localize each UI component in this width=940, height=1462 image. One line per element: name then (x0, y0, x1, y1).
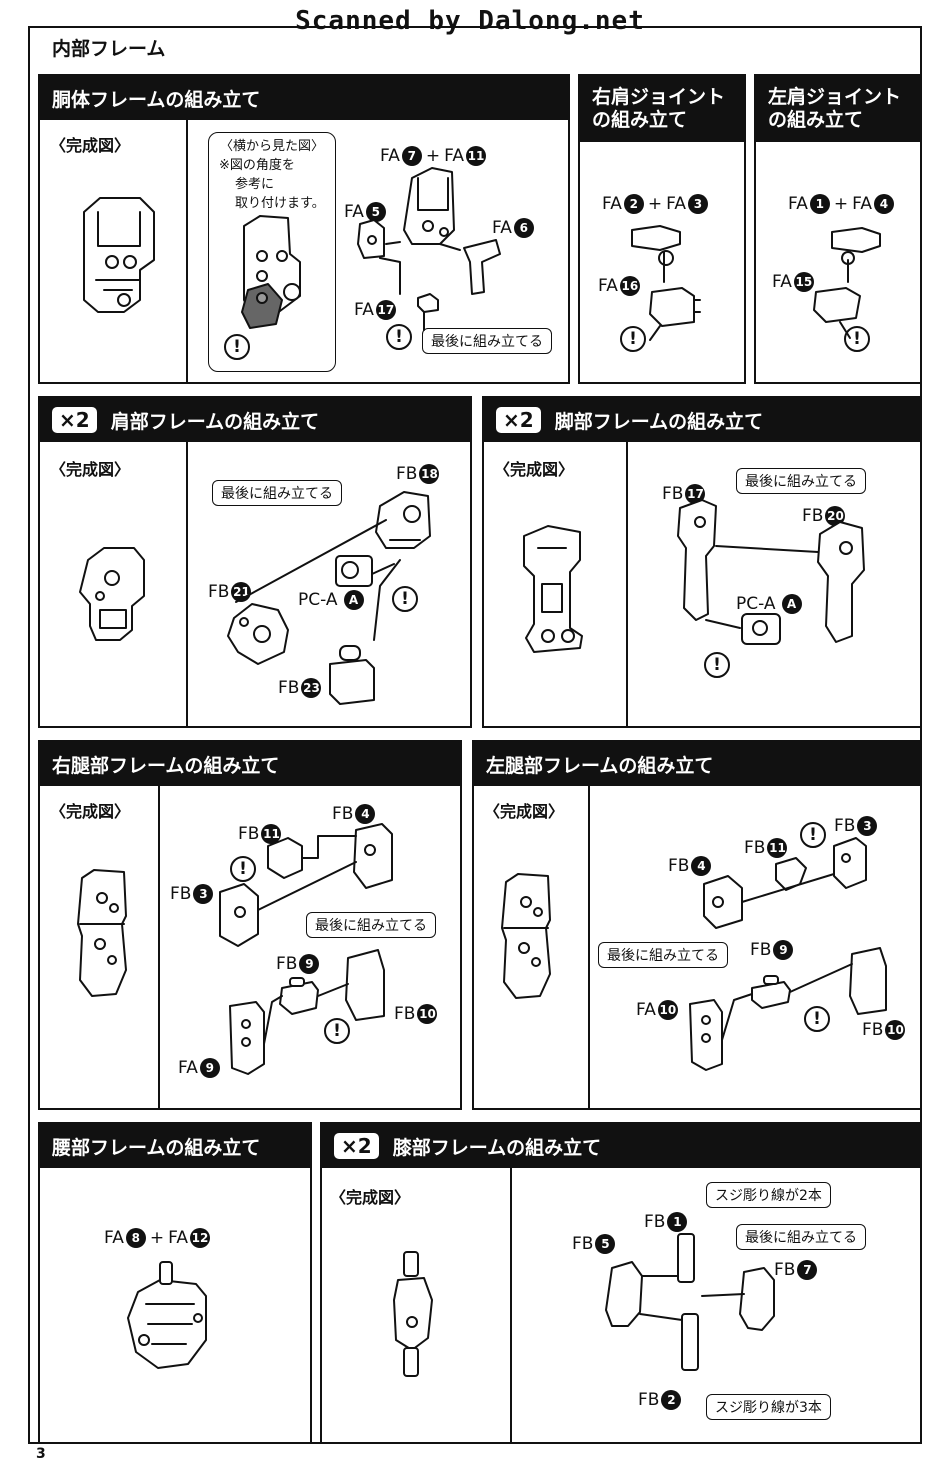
engraved-lines-2-callout: スジ彫り線が2本 (706, 1182, 831, 1208)
assemble-last-callout: 最後に組み立てる (736, 1224, 866, 1250)
right-thigh-frame-title: 右腿部フレームの組み立て (40, 742, 460, 786)
warning-icon: ! (800, 822, 826, 848)
warning-icon: ! (224, 334, 250, 360)
completed-label: 〈完成図〉 (50, 460, 131, 479)
completed-label: 〈完成図〉 (494, 460, 575, 479)
knee-frame-header: ×2 膝部フレームの組み立て (322, 1124, 920, 1168)
right-shoulder-joint-title: 右肩ジョイントの組み立て (580, 76, 744, 142)
side-view-note-2: 参考に (235, 177, 275, 192)
shoulder-frame-title: 肩部フレームの組み立て (110, 410, 320, 433)
warning-icon: ! (230, 856, 256, 882)
leg-frame-title: 脚部フレームの組み立て (554, 410, 764, 433)
assemble-last-callout: 最後に組み立てる (212, 480, 342, 506)
engraved-lines-3-callout: スジ彫り線が3本 (706, 1394, 831, 1420)
page-number: 3 (36, 1446, 46, 1462)
warning-icon: ! (620, 326, 646, 352)
torso-frame-panel: 胴体フレームの組み立て 〈完成図〉 〈横から見た図〉 ※図の角度を 参考に 取り… (38, 74, 570, 384)
times-two-badge: ×2 (496, 407, 541, 433)
warning-icon: ! (386, 324, 412, 350)
assemble-last-callout: 最後に組み立てる (736, 468, 866, 494)
left-thigh-frame-title: 左腿部フレームの組み立て (474, 742, 920, 786)
waist-frame-title: 腰部フレームの組み立て (40, 1124, 310, 1168)
completed-label: 〈完成図〉 (50, 802, 131, 821)
side-view-note-3: 取り付けます。 (235, 196, 325, 211)
completed-label: 〈完成図〉 (330, 1188, 411, 1207)
torso-frame-title: 胴体フレームの組み立て (40, 76, 568, 120)
completed-label: 〈完成図〉 (50, 136, 131, 155)
left-shoulder-joint-title: 左肩ジョイントの組み立て (756, 76, 920, 142)
warning-icon: ! (392, 586, 418, 612)
assemble-last-callout: 最後に組み立てる (598, 942, 728, 968)
times-two-badge: ×2 (334, 1133, 379, 1159)
completed-label: 〈完成図〉 (484, 802, 565, 821)
shoulder-frame-header: ×2 肩部フレームの組み立て (40, 398, 470, 442)
warning-icon: ! (844, 326, 870, 352)
page-title: 内部フレーム (52, 38, 166, 60)
side-view-title: 〈横から見た図〉 (219, 139, 324, 154)
leg-frame-header: ×2 脚部フレームの組み立て (484, 398, 920, 442)
times-two-badge: ×2 (52, 407, 97, 433)
side-view-box: 〈横から見た図〉 ※図の角度を 参考に 取り付けます。 (208, 132, 336, 372)
warning-icon: ! (804, 1006, 830, 1032)
warning-icon: ! (324, 1018, 350, 1044)
scan-watermark: Scanned by Dalong.net (0, 6, 940, 36)
knee-frame-title: 膝部フレームの組み立て (392, 1136, 602, 1159)
assemble-last-callout: 最後に組み立てる (422, 328, 552, 354)
warning-icon: ! (704, 652, 730, 678)
side-view-note-1: ※図の角度を (219, 158, 295, 173)
assemble-last-callout: 最後に組み立てる (306, 912, 436, 938)
